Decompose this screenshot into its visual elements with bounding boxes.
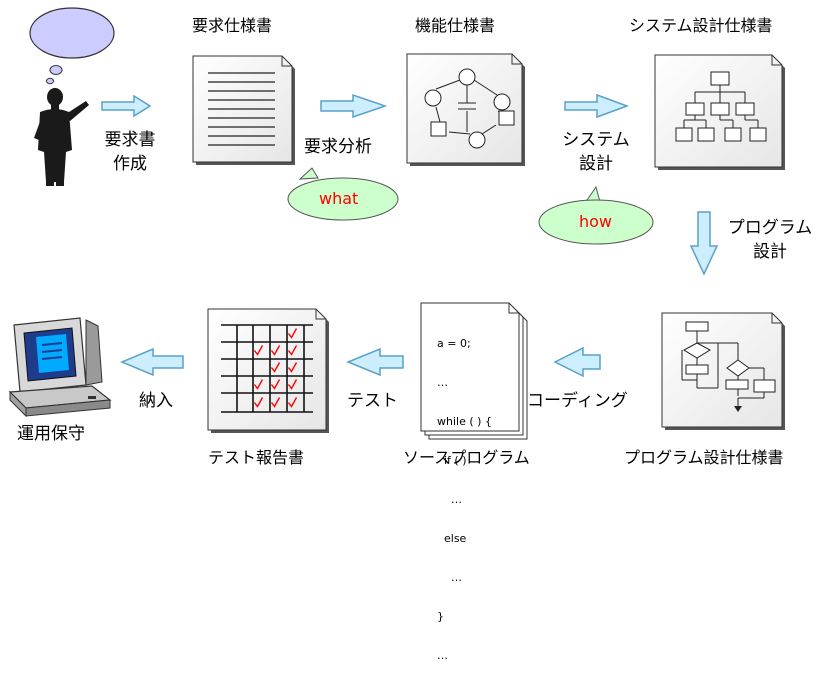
step-program-design-line2: 設計	[753, 242, 787, 262]
program-design-spec-document-icon	[661, 312, 785, 430]
check-mark-icon	[253, 345, 264, 356]
computer-monitor-icon	[8, 317, 112, 418]
code-line: while ( ) {	[437, 415, 492, 428]
diagram-canvas	[8, 7, 785, 440]
requirements-spec-title: 要求仕様書	[192, 16, 273, 35]
check-mark-icon	[287, 379, 298, 390]
step-program-design-line1: プログラム	[727, 218, 813, 238]
code-line: …	[437, 649, 448, 662]
step-requirements-analysis: 要求分析	[304, 137, 372, 157]
step-coding: コーディング	[527, 391, 628, 411]
step-delivery: 納入	[139, 391, 173, 411]
callout-what	[287, 167, 399, 221]
check-mark-icon	[287, 362, 298, 373]
development-process-diagram: 要求仕様書 機能仕様書 システム設計仕様書 プログラム設計仕様書 ソースプログラ…	[8, 7, 825, 662]
callout-how-text: how	[579, 212, 613, 231]
presenter-silhouette-icon	[34, 88, 89, 186]
callout-how	[538, 185, 654, 245]
step-system-design-line2: 設計	[579, 154, 613, 174]
step-test: テスト	[347, 391, 398, 411]
step-system-design: システム 設計	[550, 128, 642, 176]
program-design-spec-title: プログラム設計仕様書	[624, 448, 784, 467]
system-design-spec-document-icon	[654, 54, 785, 170]
callout-what-text: what	[319, 189, 359, 208]
test-report-document-icon	[207, 308, 329, 433]
arrow-down	[689, 211, 719, 276]
code-line: a = 0;	[437, 337, 471, 350]
step-program-design: プログラム 設計	[715, 216, 825, 264]
check-mark-icon	[270, 397, 281, 408]
code-line: else	[437, 532, 467, 545]
code-line: …	[437, 571, 462, 584]
thought-cloud-icon	[29, 7, 115, 85]
check-mark-icon	[270, 345, 281, 356]
system-design-spec-title: システム設計仕様書	[629, 16, 773, 35]
source-program-document-icon	[420, 302, 528, 440]
check-mark-icon	[253, 379, 264, 390]
functional-spec-document-icon	[406, 53, 525, 166]
step-create-requirements: 要求書 作成	[90, 128, 170, 176]
arrow-right-1	[101, 94, 152, 118]
arrow-left-3	[120, 347, 184, 377]
code-line: …	[437, 376, 448, 389]
arrow-left-1	[553, 346, 601, 378]
code-line: …	[437, 493, 462, 506]
step-create-requirements-line2: 作成	[113, 154, 147, 174]
check-mark-icon	[287, 328, 298, 339]
step-operation: 運用保守	[17, 424, 85, 444]
arrow-left-2	[346, 347, 404, 377]
check-mark-icon	[287, 345, 298, 356]
functional-spec-title: 機能仕様書	[415, 16, 496, 35]
test-report-title: テスト報告書	[208, 448, 305, 467]
source-program-title: ソースプログラム	[403, 448, 530, 467]
check-mark-icon	[253, 397, 264, 408]
code-line: }	[437, 610, 444, 623]
check-mark-icon	[270, 379, 281, 390]
check-mark-icon	[287, 397, 298, 408]
arrow-right-3	[564, 93, 630, 119]
step-system-design-line1: システム	[562, 130, 630, 150]
arrow-right-2	[320, 93, 388, 119]
step-create-requirements-line1: 要求書	[104, 130, 156, 150]
requirements-spec-document-icon	[192, 55, 295, 165]
check-mark-icon	[270, 362, 281, 373]
code-line: if ( )	[437, 454, 467, 467]
source-code-snippet: a = 0; … while ( ) { if ( ) … else … } …	[437, 311, 492, 688]
